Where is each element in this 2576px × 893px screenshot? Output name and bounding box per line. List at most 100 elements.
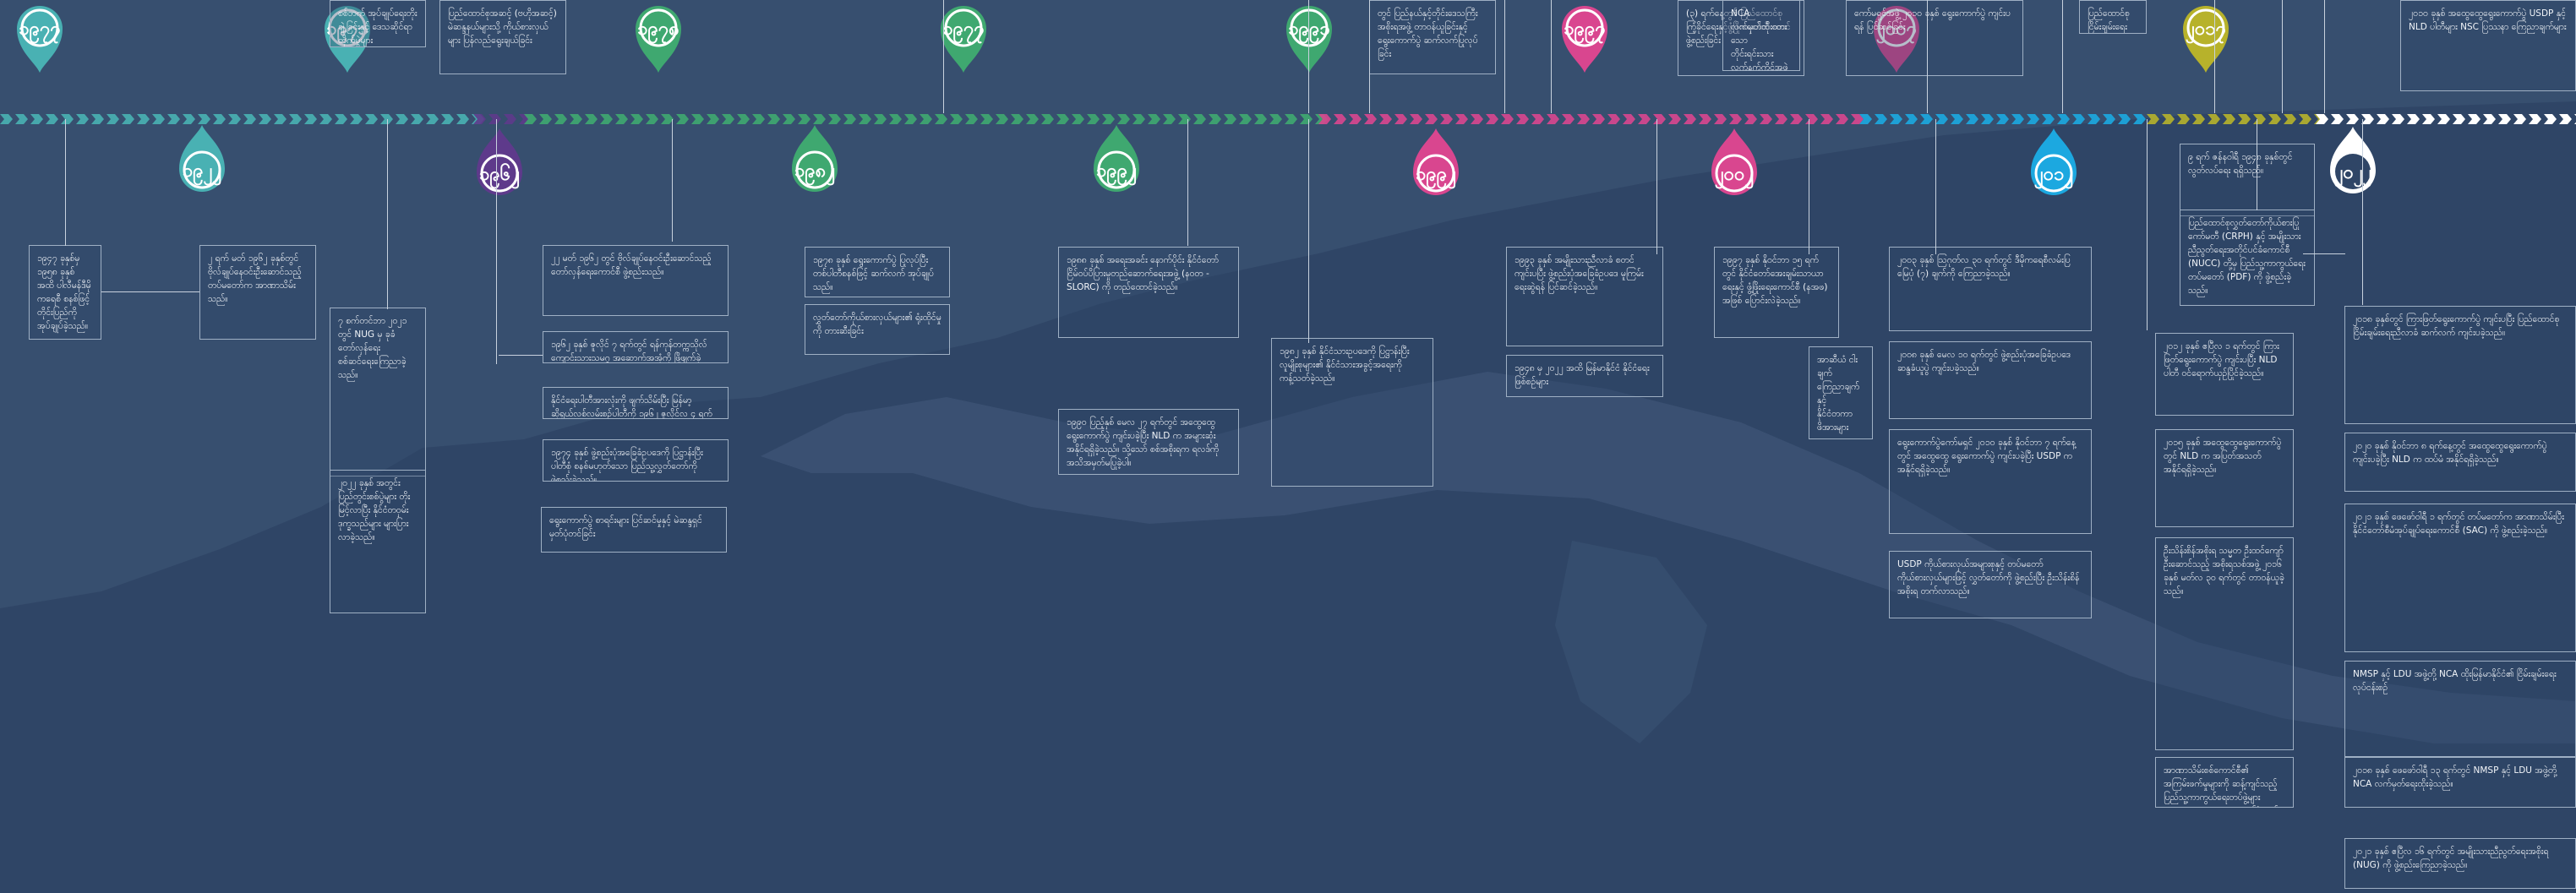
timeline-pin-0[interactable]: ၁၉၇၇ [7,0,73,74]
event-note-36: အာဆီယံ ငါးချက်ကြေညာချက်နှင့် နိုင်ငံတကာ … [1809,346,1873,439]
timeline-pin-12[interactable]: ၂၀၀၇ [1864,0,1929,74]
timeline-chevron [2392,114,2404,124]
connector-line [2147,119,2148,330]
timeline-pin-1[interactable]: ၁၉၂၂ [169,123,235,203]
timeline-strip [0,114,2576,124]
timeline-chevron [539,114,552,124]
timeline-chevron [585,114,598,124]
timeline-chevron [630,114,643,124]
timeline-pin-7[interactable]: ၁၉၉၂ [1083,123,1149,203]
map-pin-icon [1711,128,1757,195]
event-note-23: ၂၀၁၅ ခုနှစ် အထွေထွေရွေးကောက်ပွဲတွင် NLD … [2155,429,2294,527]
timeline-chevron [426,114,439,124]
year-label: ၁၉၂၂ [182,161,222,182]
year-label: ၁၉၉၇ [1564,19,1606,40]
timeline-chevron [554,114,567,124]
timeline-chevron [828,114,841,124]
timeline-chevron [1607,114,1620,124]
timeline-pin-3[interactable]: ၁၉၆၂ [467,127,532,206]
timeline-pin-9[interactable]: ၁၉၉၂ [1403,127,1469,206]
event-note-32: အာဏာသိမ်းစစ်ကောင်စီ၏ အကြမ်းဖက်မှုများကို… [2155,757,2294,808]
event-note-27: ၂၀၂၁ ခုနှစ် ဖေဖော်ဝါရီ ၁ ရက်တွင် တပ်မတော… [2344,504,2576,652]
timeline-pin-14[interactable]: ၂၀၁၇ [2173,0,2239,74]
timeline-chevron [874,114,887,124]
timeline-chevron [61,114,74,124]
timeline-chevron [1254,114,1267,124]
timeline-chevron [2437,114,2450,124]
event-note-34: ၂၀၂၂ ခုနှစ် အတွင်း ပြည်တွင်းစစ်ပွဲများ တ… [330,470,426,613]
timeline-chevron [1851,114,1864,124]
event-note-3: ကော်မရှင်အဖွဲ့ ၂၀၁၀ ခုနှစ် ရွေးကောက်ပွဲ … [1846,0,2023,76]
event-note-30: ၂၀၂၁ ခုနှစ် ဧပြီလ ၁၆ ရက်တွင် အမျိုးသားညီ… [2344,838,2576,889]
map-pin-icon [792,125,838,192]
timeline-chevron [1859,114,1872,124]
timeline-chevron [1178,114,1191,124]
timeline-chevron [783,114,795,124]
timeline-chevron [1379,114,1392,124]
landmass-coast [761,372,2576,743]
timeline-chevron [1775,114,1787,124]
timeline-chevron [2208,114,2220,124]
timeline-chevron [524,114,537,124]
connector-line [2214,0,2215,113]
year-label: ၁၉၇၁ [326,19,368,40]
timeline-chevron [380,114,393,124]
timeline-chevron [1148,114,1160,124]
timeline-chevron [2498,114,2511,124]
timeline-chevron [1455,114,1468,124]
timeline-chevron [228,114,241,124]
event-note-18: ၂၀၀၃ ခုနှစ် ဩဂုတ်လ ၃၀ ရက်တွင် ဒီမိုကရေစီ… [1889,247,2092,331]
timeline-chevron [350,114,363,124]
timeline-pin-8[interactable]: ၁၉၉၁ [1276,0,1342,74]
timeline-chevron [1531,114,1544,124]
connector-line [943,0,944,113]
timeline-chevron [935,114,947,124]
timeline-chevron [707,114,719,124]
timeline-chevron [2331,114,2344,124]
timeline-chevron [767,114,780,124]
timeline-chevron [1011,114,1023,124]
timeline-chevron [2453,114,2465,124]
timeline-chevron [91,114,104,124]
timeline-chevron [722,114,734,124]
event-note-0: ပြည်ထောင်စုအဆင့် (ဗဟိုအဆင့်) မဲဆန္ဒနယ်မျ… [439,0,566,74]
timeline-chevron [243,114,256,124]
event-note-21: USDP ကိုယ်စားလှယ်အများစုနှင့် တပ်မတော် က… [1889,551,2092,618]
event-note-25: ၂၀၁၈ ခုနှစ်တွင် ကြားဖြတ်ရွေးကောက်ပွဲ ကျင… [2344,306,2576,424]
timeline-chevron [1117,114,1130,124]
timeline-chevron [1440,114,1453,124]
timeline-chevron [2529,114,2541,124]
timeline-chevron [1920,114,1933,124]
timeline-chevron [2422,114,2435,124]
timeline-chevron [441,114,454,124]
year-label: ၂၀၁၂ [2033,164,2074,185]
connector-line [2362,119,2363,305]
timeline-pin-4[interactable]: ၁၉၇၈ [625,0,691,74]
year-label: ၁၉၉၁ [1288,19,1330,40]
event-note-15: ၁၉၉၀ ပြည့်နှစ် မေလ ၂၇ ရက်တွင် အထွေထွေ ရွ… [1058,409,1239,475]
timeline-chevron [1820,114,1833,124]
timeline-chevron [843,114,856,124]
timeline-chevron [411,114,423,124]
timeline-pin-6[interactable]: ၁၉၇၇ [931,0,996,74]
event-note-6: ၁၉၄၇ ခုနှစ်မှ ၁၉၅၈ ခုနှစ် အထိ ပါလီမန်ဒီမ… [29,245,101,340]
timeline-chevron [1501,114,1514,124]
timeline-chevron [1638,114,1651,124]
timeline-chevron [122,114,134,124]
timeline-chevron [996,114,1008,124]
timeline-pin-2[interactable]: ၁၉၇၁ [314,0,380,74]
year-label: ၁၉၉၂ [1096,161,1137,182]
timeline-pin-15[interactable]: ၂၀၂၂ [2320,125,2386,204]
timeline-chevron [1087,114,1100,124]
connector-line [1656,119,1657,254]
timeline-chevron [737,114,750,124]
timeline-pin-5[interactable]: ၁၉၈၂ [782,123,848,203]
timeline-chevron [1875,114,1887,124]
timeline-pin-10[interactable]: ၁၉၉၇ [1552,0,1618,74]
map-pin-icon [1874,6,1919,73]
connector-line [1308,119,1309,343]
timeline-pin-11[interactable]: ၂၀၀၂ [1701,127,1767,206]
timeline-chevron [2361,114,2374,124]
timeline-chevron [319,114,332,124]
timeline-pin-13[interactable]: ၂၀၁၂ [2021,127,2087,206]
